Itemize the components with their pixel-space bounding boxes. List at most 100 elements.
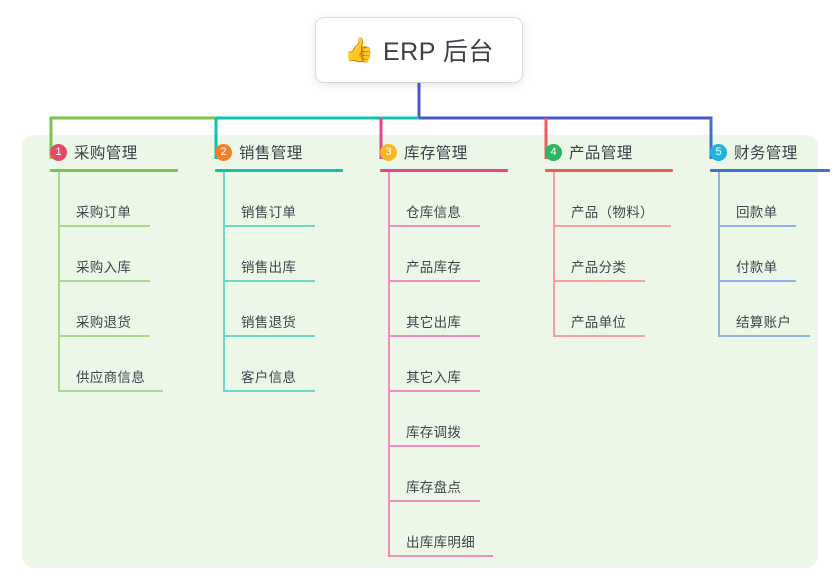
branch-header-3[interactable]: 3 库存管理 bbox=[362, 135, 524, 169]
leaf-node[interactable]: 仓库信息 bbox=[388, 172, 524, 227]
leaf-underline bbox=[58, 390, 163, 392]
leaf-node[interactable]: 其它入库 bbox=[388, 337, 524, 392]
branch-spine-5 bbox=[718, 172, 720, 337]
leaf-node[interactable]: 销售订单 bbox=[223, 172, 359, 227]
branch-items-1: 采购订单采购入库采购退货供应商信息 bbox=[58, 172, 194, 392]
thumbs-up-icon: 👍 bbox=[344, 36, 374, 64]
leaf-label: 出库库明细 bbox=[406, 535, 475, 550]
leaf-label: 客户信息 bbox=[241, 370, 297, 385]
leaf-label: 其它出库 bbox=[406, 315, 462, 330]
leaf-underline bbox=[223, 280, 315, 282]
leaf-underline bbox=[388, 390, 480, 392]
branch-badge-1: 1 bbox=[50, 143, 67, 161]
leaf-label: 产品（物料） bbox=[571, 205, 654, 220]
leaf-underline bbox=[223, 335, 315, 337]
leaf-node[interactable]: 供应商信息 bbox=[58, 337, 194, 392]
leaf-label: 采购订单 bbox=[76, 205, 132, 220]
leaf-node[interactable]: 产品（物料） bbox=[553, 172, 689, 227]
leaf-label: 采购退货 bbox=[76, 315, 132, 330]
branch-column-2: 2 销售管理销售订单销售出库销售退货客户信息 bbox=[197, 135, 359, 392]
branch-column-1: 1 采购管理采购订单采购入库采购退货供应商信息 bbox=[32, 135, 194, 392]
leaf-underline bbox=[58, 280, 150, 282]
leaf-node[interactable]: 出库库明细 bbox=[388, 502, 524, 557]
leaf-label: 产品单位 bbox=[571, 315, 627, 330]
leaf-node[interactable]: 销售退货 bbox=[223, 282, 359, 337]
leaf-underline bbox=[58, 335, 150, 337]
leaf-label: 其它入库 bbox=[406, 370, 462, 385]
leaf-node[interactable]: 库存盘点 bbox=[388, 447, 524, 502]
leaf-node[interactable]: 产品单位 bbox=[553, 282, 689, 337]
leaf-underline bbox=[553, 280, 645, 282]
branch-divider-3 bbox=[380, 169, 508, 172]
leaf-node[interactable]: 客户信息 bbox=[223, 337, 359, 392]
branch-column-3: 3 库存管理仓库信息产品库存其它出库其它入库库存调拨库存盘点出库库明细 bbox=[362, 135, 524, 557]
leaf-label: 结算账户 bbox=[736, 315, 792, 330]
branch-divider-2 bbox=[215, 169, 343, 172]
branch-title-2: 销售管理 bbox=[239, 145, 303, 162]
branch-title-1: 采购管理 bbox=[74, 145, 138, 162]
branch-badge-2: 2 bbox=[215, 143, 232, 161]
leaf-underline bbox=[718, 335, 810, 337]
leaf-label: 销售订单 bbox=[241, 205, 297, 220]
branch-spine-2 bbox=[223, 172, 225, 392]
root-node[interactable]: 👍 ERP 后台 bbox=[316, 18, 522, 82]
leaf-node[interactable]: 采购订单 bbox=[58, 172, 194, 227]
branch-column-4: 4 产品管理产品（物料） 产品分类产品单位 bbox=[527, 135, 689, 337]
content-panel bbox=[22, 135, 818, 568]
leaf-label: 库存调拨 bbox=[406, 425, 462, 440]
branch-header-4[interactable]: 4 产品管理 bbox=[527, 135, 689, 169]
leaf-underline bbox=[553, 225, 671, 227]
leaf-underline bbox=[58, 225, 150, 227]
leaf-underline bbox=[223, 390, 315, 392]
leaf-label: 产品库存 bbox=[406, 260, 462, 275]
leaf-node[interactable]: 回款单 bbox=[718, 172, 839, 227]
leaf-underline bbox=[553, 335, 645, 337]
leaf-underline bbox=[388, 280, 480, 282]
branch-spine-1 bbox=[58, 172, 60, 392]
root-title: ERP 后台 bbox=[382, 38, 494, 66]
branch-badge-3: 3 bbox=[380, 143, 397, 161]
branch-title-4: 产品管理 bbox=[569, 145, 633, 162]
leaf-node[interactable]: 采购退货 bbox=[58, 282, 194, 337]
leaf-node[interactable]: 库存调拨 bbox=[388, 392, 524, 447]
leaf-node[interactable]: 付款单 bbox=[718, 227, 839, 282]
branch-spine-4 bbox=[553, 172, 555, 337]
branch-header-1[interactable]: 1 采购管理 bbox=[32, 135, 194, 169]
leaf-label: 库存盘点 bbox=[406, 480, 462, 495]
leaf-label: 仓库信息 bbox=[406, 205, 462, 220]
leaf-underline bbox=[388, 225, 480, 227]
leaf-label: 付款单 bbox=[736, 260, 778, 275]
leaf-node[interactable]: 产品分类 bbox=[553, 227, 689, 282]
leaf-node[interactable]: 其它出库 bbox=[388, 282, 524, 337]
leaf-underline bbox=[718, 280, 796, 282]
branch-items-3: 仓库信息产品库存其它出库其它入库库存调拨库存盘点出库库明细 bbox=[388, 172, 524, 557]
leaf-node[interactable]: 销售出库 bbox=[223, 227, 359, 282]
branch-badge-5: 5 bbox=[710, 143, 727, 161]
branch-items-5: 回款单付款单结算账户 bbox=[718, 172, 839, 337]
leaf-underline bbox=[388, 500, 480, 502]
leaf-label: 回款单 bbox=[736, 205, 778, 220]
branch-items-4: 产品（物料） 产品分类产品单位 bbox=[553, 172, 689, 337]
leaf-underline bbox=[388, 555, 493, 557]
branch-spine-3 bbox=[388, 172, 390, 557]
leaf-underline bbox=[388, 445, 480, 447]
leaf-node[interactable]: 结算账户 bbox=[718, 282, 839, 337]
branch-divider-4 bbox=[545, 169, 673, 172]
leaf-node[interactable]: 产品库存 bbox=[388, 227, 524, 282]
leaf-label: 产品分类 bbox=[571, 260, 627, 275]
branch-header-2[interactable]: 2 销售管理 bbox=[197, 135, 359, 169]
leaf-label: 销售出库 bbox=[241, 260, 297, 275]
leaf-label: 采购入库 bbox=[76, 260, 132, 275]
branch-columns: 1 采购管理采购订单采购入库采购退货供应商信息 2 销售管理销售订单销售出库销售退货客… bbox=[22, 135, 830, 568]
leaf-node[interactable]: 采购入库 bbox=[58, 227, 194, 282]
branch-items-2: 销售订单销售出库销售退货客户信息 bbox=[223, 172, 359, 392]
branch-badge-4: 4 bbox=[545, 143, 562, 161]
leaf-underline bbox=[388, 335, 480, 337]
leaf-label: 销售退货 bbox=[241, 315, 297, 330]
branch-divider-1 bbox=[50, 169, 178, 172]
leaf-underline bbox=[223, 225, 315, 227]
branch-title-3: 库存管理 bbox=[404, 145, 468, 162]
